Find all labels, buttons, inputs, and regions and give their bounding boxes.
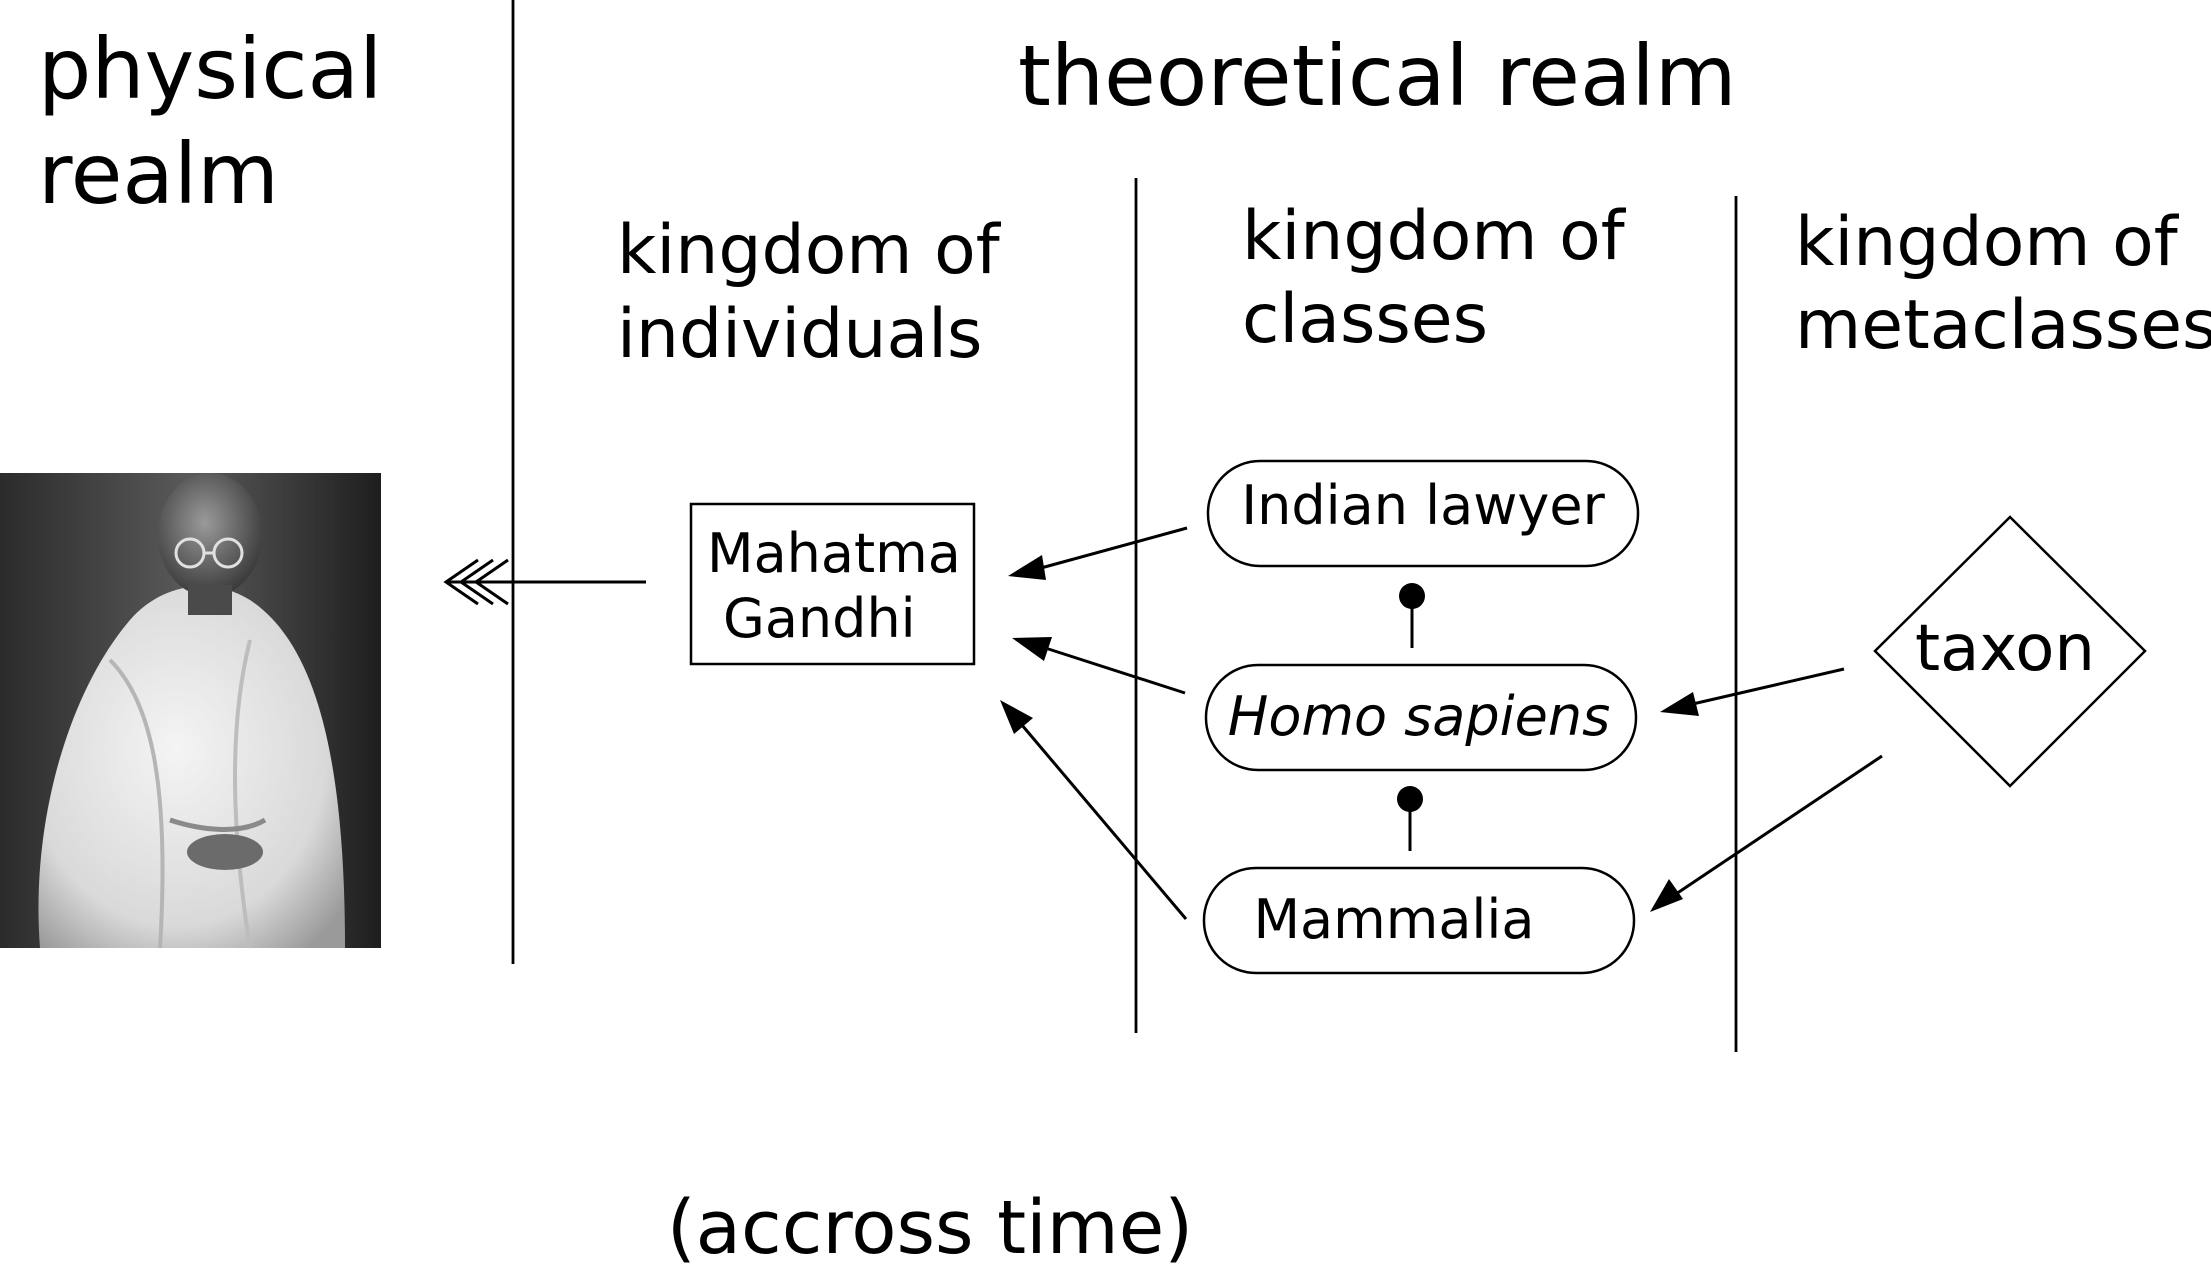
mammalia-label: Mammalia: [1253, 888, 1534, 951]
kingdom-metaclasses-line2: metaclasses: [1795, 286, 2211, 365]
kingdom-individuals-line1: kingdom of: [617, 211, 1002, 290]
kingdom-classes-line2: classes: [1242, 280, 1488, 359]
theoretical-realm-title: theoretical realm: [1018, 27, 1737, 125]
individual-label-line2: Gandhi: [723, 587, 916, 650]
homo-sapiens-label: Homo sapiens: [1228, 685, 1611, 748]
arrow-taxon-to-homo: [1660, 667, 1845, 716]
kingdom-classes-line1: kingdom of: [1242, 197, 1627, 276]
kingdom-individuals-line2: individuals: [617, 295, 982, 374]
instantiation-arrow: [443, 558, 646, 606]
indian-lawyer-label: Indian lawyer: [1241, 474, 1605, 537]
metaclass-node-taxon: taxon: [1873, 515, 2147, 788]
taxon-label: taxon: [1915, 612, 2095, 686]
kingdom-metaclasses-line1: kingdom of: [1795, 203, 2180, 282]
class-node-homo-sapiens: Homo sapiens: [1204, 663, 1638, 772]
arrow-lawyer-to-individual: [1008, 526, 1188, 580]
subclass-connector-lawyer-homo: [1399, 583, 1425, 648]
arrow-homo-to-individual: [1012, 637, 1186, 695]
individual-label-line1: Mahatma: [707, 522, 961, 585]
class-node-indian-lawyer: Indian lawyer: [1206, 459, 1640, 568]
arrow-mammalia-to-individual: [1000, 700, 1188, 920]
person-photo: [0, 473, 381, 949]
across-time-note: (accross time): [667, 1185, 1193, 1264]
subclass-connector-homo-mammalia: [1397, 786, 1423, 851]
physical-realm-title-line2: realm: [38, 125, 279, 223]
individual-node: Mahatma Gandhi: [689, 502, 976, 666]
class-node-mammalia: Mammalia: [1202, 866, 1636, 975]
arrow-taxon-to-mammalia: [1650, 754, 1883, 912]
physical-realm-title-line1: physical: [38, 20, 382, 118]
